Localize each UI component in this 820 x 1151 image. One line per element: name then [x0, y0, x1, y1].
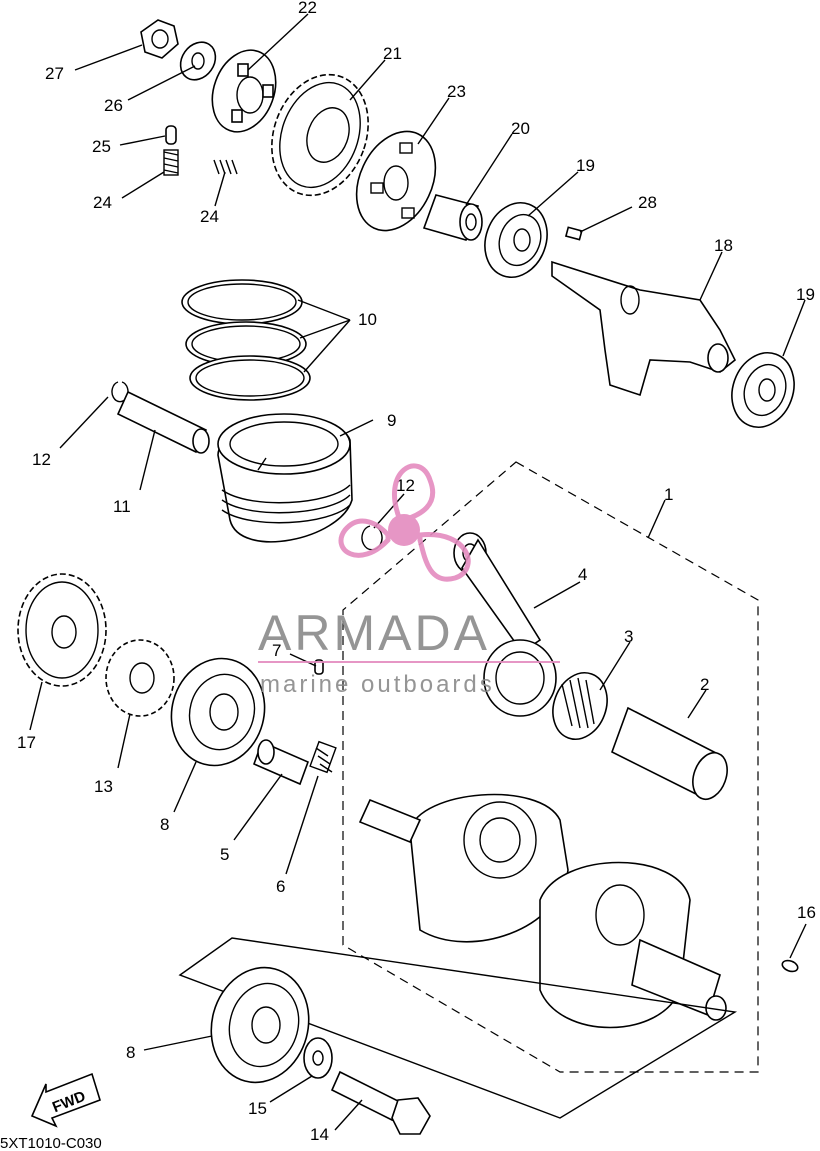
callout-15: 15 [248, 1099, 267, 1118]
bolt-14 [330, 1070, 431, 1135]
callout-7: 7 [272, 641, 281, 660]
callout-5: 5 [220, 845, 229, 864]
nut-27 [140, 19, 179, 59]
piston-9 [217, 413, 353, 543]
callout-13: 13 [94, 777, 113, 796]
pin-25 [165, 125, 177, 145]
leader-lines [29, 13, 807, 1131]
piston-pin-11 [116, 390, 210, 454]
crankshaft-left-half [358, 793, 569, 943]
callout-17: 17 [17, 733, 36, 752]
callout-22: 22 [298, 0, 317, 17]
callout-10: 10 [358, 310, 377, 329]
armada-watermark: ARMADA marine outboards [258, 463, 560, 698]
callout-12-right: 12 [396, 476, 415, 495]
key-28 [564, 226, 583, 241]
callout-2: 2 [700, 675, 709, 694]
bearing-8-upper [170, 657, 266, 767]
plate-23 [355, 130, 437, 232]
crankshaft-right-half [539, 861, 727, 1029]
assembly-boundary-1 [342, 461, 759, 1073]
pin-7 [314, 659, 324, 675]
callout-18: 18 [714, 236, 733, 255]
collar-20 [422, 194, 483, 241]
crank-pin-2 [611, 706, 728, 801]
connecting-rod-4 [453, 532, 557, 717]
diagram-code: 5XT1010-C030 [0, 1135, 102, 1151]
piston-rings-10 [181, 279, 311, 401]
spring-24-left [163, 149, 179, 176]
callout-14: 14 [310, 1125, 329, 1144]
callout-26: 26 [104, 96, 123, 115]
callout-24-left: 24 [93, 193, 112, 212]
woodruff-key-16 [781, 959, 799, 973]
spring-6 [309, 740, 337, 774]
callout-24-right: 24 [200, 207, 219, 226]
shaft-5 [252, 739, 310, 786]
fwd-arrow-icon: FWD [30, 1072, 101, 1128]
bearing-19-top [484, 202, 548, 278]
bearing-19-right [731, 352, 795, 428]
callout-21: 21 [383, 44, 402, 63]
callout-6: 6 [276, 877, 285, 896]
watermark-tagline: marine outboards [260, 671, 495, 698]
spring-24-right [213, 159, 238, 175]
watermark-name: ARMADA [258, 605, 490, 661]
needle-bearing-3 [552, 672, 608, 740]
callout-8-upper: 8 [160, 815, 169, 834]
callout-27: 27 [45, 64, 64, 83]
lock-washer-26 [179, 41, 217, 81]
callout-11: 11 [113, 497, 131, 516]
callout-16: 16 [797, 903, 816, 922]
callout-19-right: 19 [796, 285, 815, 304]
gear-21 [271, 73, 369, 197]
gear-13 [105, 639, 175, 717]
gear-17 [17, 573, 107, 687]
clip-12-left [111, 381, 129, 403]
propeller-logo-icon [338, 463, 471, 582]
balancer-shaft-18 [551, 260, 737, 397]
callout-9: 9 [387, 411, 396, 430]
callout-25: 25 [92, 137, 111, 156]
bearing-8-lower [210, 966, 310, 1084]
callout-3: 3 [624, 627, 633, 646]
washer-15 [303, 1037, 333, 1079]
callout-8-lower: 8 [126, 1043, 135, 1062]
callout-19-top: 19 [576, 156, 595, 175]
plate-22 [211, 49, 277, 133]
callout-1: 1 [664, 485, 673, 504]
callout-23: 23 [447, 82, 466, 101]
callout-12-left: 12 [32, 450, 51, 469]
callout-20: 20 [511, 119, 530, 138]
assembly-outline-lower [178, 937, 738, 1119]
callout-4: 4 [578, 565, 587, 584]
callout-28: 28 [638, 193, 657, 212]
